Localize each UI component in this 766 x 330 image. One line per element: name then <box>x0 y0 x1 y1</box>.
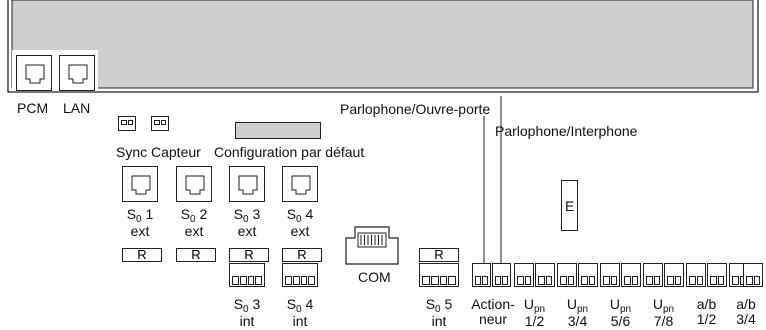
r-button-s0-5: R <box>419 248 459 262</box>
ab-1-2-terminal-b <box>707 263 727 287</box>
lan-label: LAN <box>63 100 91 116</box>
r-button-s0-1: R <box>122 248 162 262</box>
upn-5-6-terminal-a <box>600 263 620 287</box>
upn-5-6-terminal-b <box>621 263 641 287</box>
e-label: E <box>565 198 575 214</box>
pcm-socket <box>16 55 52 91</box>
capteur-switch <box>151 116 169 131</box>
parlophone-ouvre-porte-label: Parlophone/Ouvre-porte <box>340 101 491 117</box>
actionneur-terminal-right <box>492 263 511 287</box>
capteur-label: Capteur <box>151 144 201 160</box>
s0-1-ext-socket <box>122 166 158 202</box>
sync-switch <box>118 116 136 131</box>
r-button-s0-4: R <box>282 248 322 262</box>
ab-3-4-terminal-b <box>743 263 763 287</box>
s0-4-int-terminal <box>282 263 318 287</box>
upn-1-2-terminal-b <box>535 263 555 287</box>
r-button-s0-2: R <box>176 248 216 262</box>
sync-label: Sync <box>116 144 148 160</box>
actionneur-label: Action-neur <box>471 296 515 327</box>
lan-socket <box>59 55 95 91</box>
s0-3-int-terminal <box>229 263 265 287</box>
default-config-button <box>235 122 321 139</box>
com-label: COM <box>358 269 391 285</box>
s0-2-ext-socket <box>176 166 212 202</box>
ab-1-2-terminal-a <box>686 263 706 287</box>
upn-3-4-terminal-b <box>578 263 598 287</box>
parlophone-interphone-label: Parlophone/Interphone <box>495 123 638 139</box>
upn-7-8-terminal-b <box>664 263 684 287</box>
s0-4-ext-socket <box>282 166 318 202</box>
upn-3-4-terminal-a <box>557 263 577 287</box>
s0-3-ext-socket <box>229 166 265 202</box>
pcm-label: PCM <box>17 100 49 116</box>
com-connector-icon <box>345 226 399 265</box>
e-module <box>561 180 578 231</box>
actionneur-terminal-left <box>472 263 491 287</box>
upn-1-2-terminal-a <box>514 263 534 287</box>
upn-7-8-terminal-a <box>643 263 663 287</box>
enclosure-outline <box>7 0 759 93</box>
r-button-s0-3: R <box>229 248 269 262</box>
default-config-label: Configuration par défaut <box>214 144 365 160</box>
s0-5-int-terminal <box>419 263 459 287</box>
